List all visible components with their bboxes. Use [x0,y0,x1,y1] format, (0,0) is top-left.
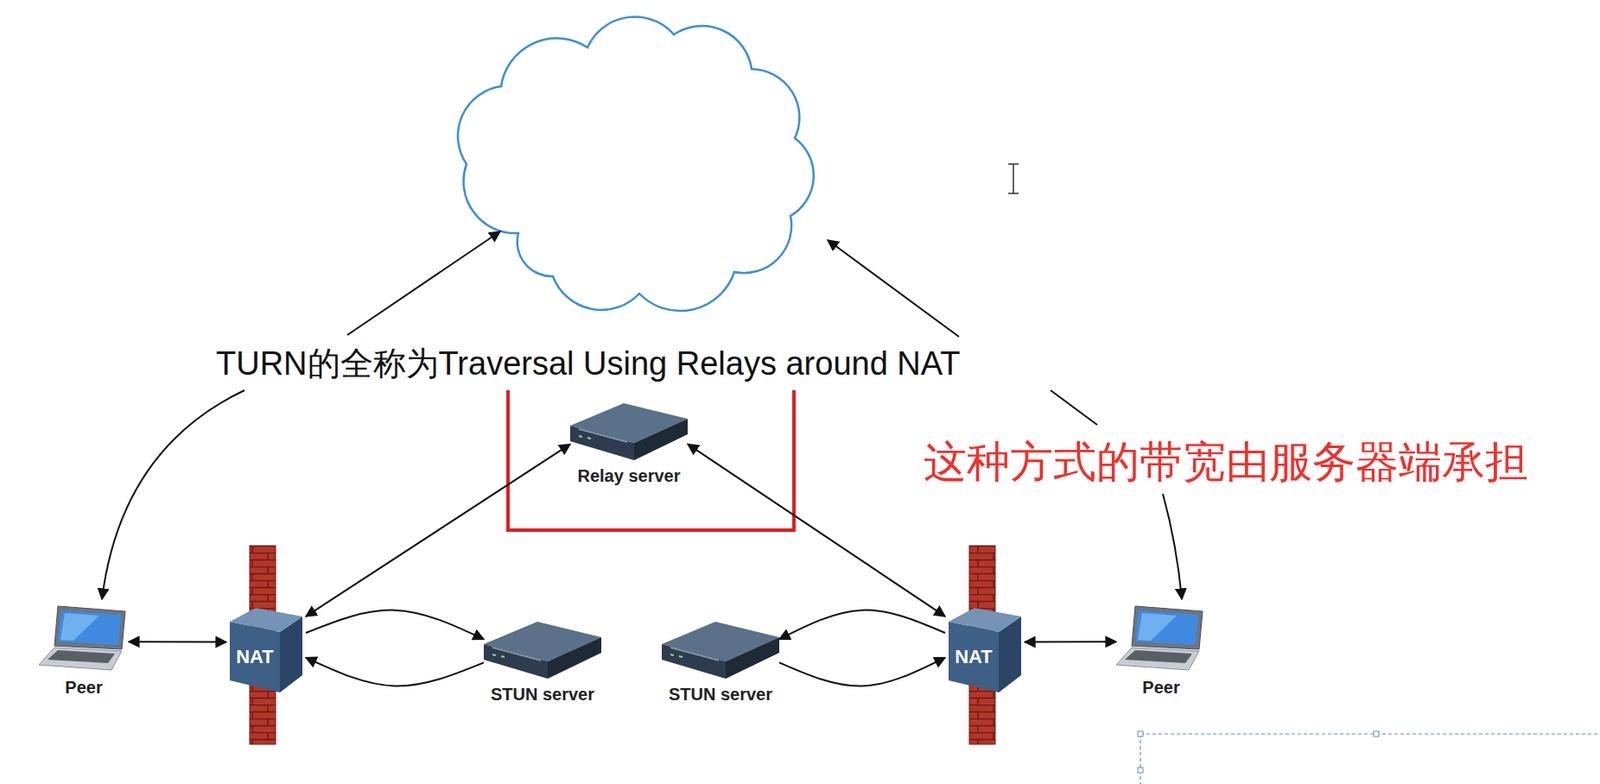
device-label: Relay server [577,465,681,487]
connector-arrow [305,444,571,617]
laptop-glare [60,613,100,642]
leader-line [1050,390,1098,426]
connector-arrow [305,658,484,687]
peer-laptop-icon [1116,604,1207,674]
connector-arrow [779,610,946,641]
connector-arrow [128,641,227,643]
laptop-keys [1124,650,1193,664]
device-name: NAT [235,646,274,669]
server-box-icon [570,393,688,463]
leader-line [827,240,959,337]
leader-line [101,390,245,600]
server-edge [492,647,541,661]
relay-bracket [507,390,794,531]
nat-top [229,608,303,633]
server-front [570,425,635,461]
server-edge [670,647,719,661]
note-text: 这种方式的带宽由服务器端承担 [923,436,1529,489]
server-box: STUN server [661,611,780,705]
server-front [661,644,726,680]
server-light [578,436,591,439]
leader-line [347,231,501,336]
server-box-icon [661,611,780,681]
connector-arrow [1024,641,1117,643]
laptop-keys [47,650,115,664]
laptop-glare [1137,613,1177,642]
nat-front [948,622,999,693]
selection-handle [1137,731,1143,737]
nat-device: NAT [226,603,306,695]
device-label: Peer [1142,677,1180,699]
laptop-screen [1135,610,1199,646]
device-label: STUN server [668,684,773,705]
nat-device: NAT [945,603,1025,695]
selection-frame [1140,734,1600,784]
server-side [547,637,602,680]
device-label: STUN server [490,684,595,705]
device-name: NAT [954,646,993,669]
peer-laptop: Peer [38,604,129,699]
server-side [634,419,688,461]
peer-laptop-icon [38,604,129,674]
diagram-heading: TURN的全称为Traversal Using Relays around NA… [215,344,961,385]
selection-handle [1373,731,1379,737]
laptop-bezel [54,606,126,650]
server-side [725,637,780,680]
server-box: STUN server [483,611,602,705]
connector-arrow [779,658,946,687]
cloud [457,16,814,312]
server-box: Relay server [570,393,688,487]
connector-arrow [305,610,484,641]
device-label: Peer [64,677,102,699]
nat-front [229,622,280,693]
nat-top [948,608,1022,633]
peer-laptop: Peer [1116,604,1207,699]
selection-handle [1137,768,1143,774]
laptop-base [38,647,122,671]
laptop-screen [57,610,121,646]
server-front [483,644,548,680]
server-box-icon [483,611,602,681]
leader-line [1162,494,1182,600]
laptop-base [1116,647,1200,671]
connector-arrow [687,444,946,617]
server-light [492,654,505,658]
laptop-bezel [1131,606,1203,650]
server-edge [578,429,628,443]
server-light [670,654,683,658]
text-cursor [1008,164,1019,194]
